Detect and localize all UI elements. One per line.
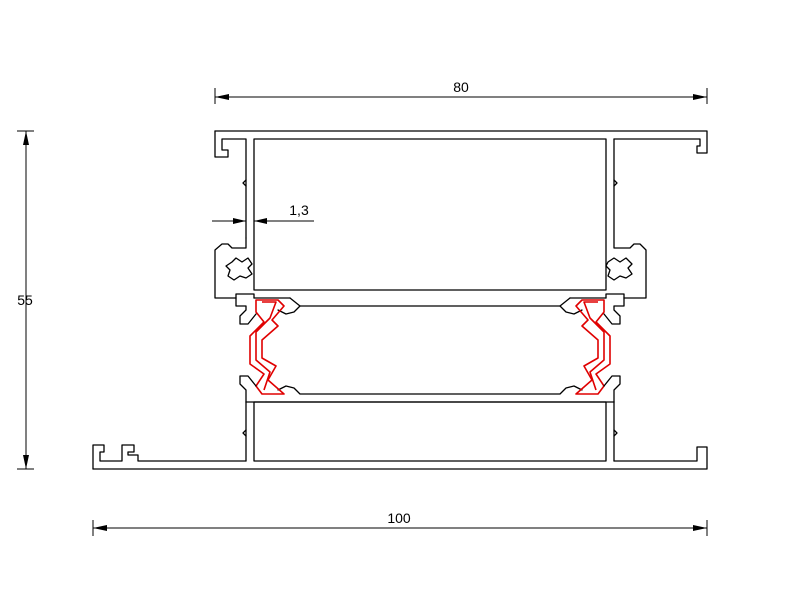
dimension-height: 55 — [17, 130, 34, 470]
thermal-break-left — [249, 299, 285, 395]
insulating-cavity — [277, 297, 583, 395]
dimension-bottom-width: 100 — [92, 510, 708, 536]
thermal-break-right — [575, 299, 611, 395]
dimension-bottom-width-label: 100 — [387, 510, 411, 526]
dimension-top-width: 80 — [214, 79, 708, 104]
dimension-top-width-label: 80 — [453, 79, 469, 95]
dimension-height-label: 55 — [17, 292, 33, 308]
lower-profile — [92, 179, 708, 470]
dimension-wall-thickness: 1,3 — [212, 202, 314, 224]
upper-profile — [214, 130, 708, 325]
dimension-wall-thickness-label: 1,3 — [289, 202, 309, 218]
